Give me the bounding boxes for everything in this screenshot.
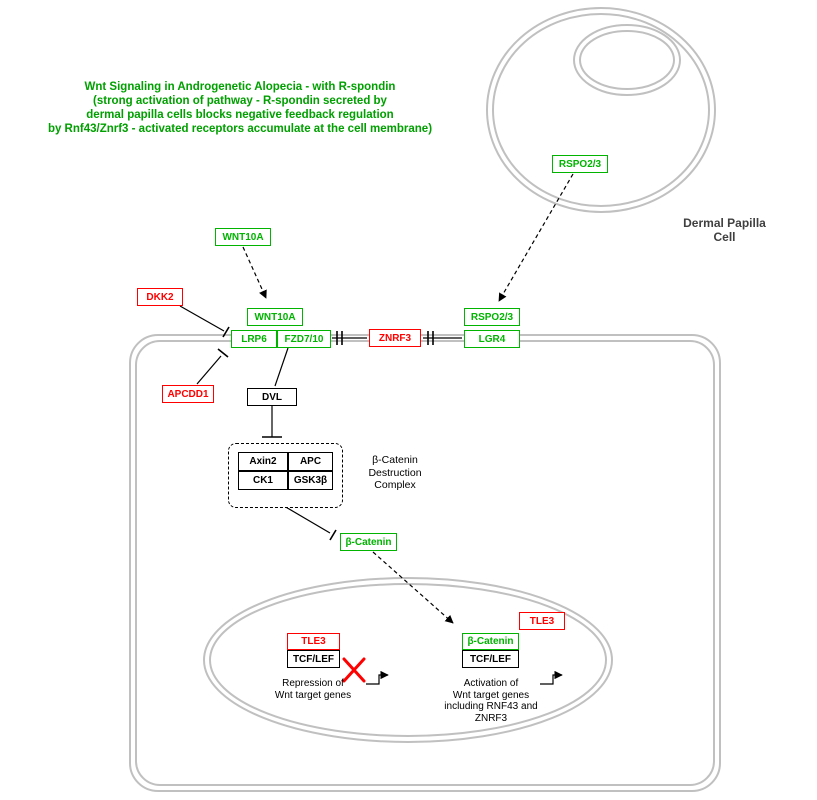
arrow-bcatenin-translocation <box>372 551 454 624</box>
node-fzd7-10[interactable]: FZD7/10 <box>277 330 331 348</box>
node-lgr4[interactable]: LGR4 <box>464 330 520 348</box>
transcription-arrow-repressed <box>366 670 389 685</box>
destruction-complex-label: β-Catenin Destruction Complex <box>368 454 422 492</box>
inhibition-complex-bcatenin <box>283 505 331 534</box>
link-receptor-dvl <box>274 347 289 387</box>
node-rspo2-3[interactable]: RSPO2/3 <box>464 308 520 326</box>
nucleus-outline <box>203 577 613 743</box>
node-apc[interactable]: APC <box>288 452 333 471</box>
node-tle3-displaced[interactable]: TLE3 <box>519 612 565 630</box>
node-tcf-lef-repressed[interactable]: TCF/LEF <box>287 650 340 668</box>
node-wnt10a-ligand[interactable]: WNT10A <box>215 228 271 246</box>
inhibition-apcdd1-lrp6 <box>196 355 222 385</box>
node-b-catenin-nuclear[interactable]: β-Catenin <box>462 633 519 650</box>
node-ck1[interactable]: CK1 <box>238 471 288 490</box>
node-tle3-repressor[interactable]: TLE3 <box>287 633 340 650</box>
node-apcdd1[interactable]: APCDD1 <box>162 385 214 403</box>
node-lrp6[interactable]: LRP6 <box>231 330 277 348</box>
node-rspo23-dermal[interactable]: RSPO2/3 <box>552 155 608 173</box>
dermal-papilla-cell-label: Dermal Papilla Cell <box>683 216 766 245</box>
activation-note: Activation of Wnt target genes including… <box>444 678 538 724</box>
dermal-papilla-cell-outline <box>486 7 716 213</box>
arrow-wnt10a-binding <box>242 246 267 299</box>
node-axin2[interactable]: Axin2 <box>238 452 288 471</box>
inhibition-dkk2-lrp6 <box>179 305 225 332</box>
node-wnt10a-bound[interactable]: WNT10A <box>247 308 303 326</box>
arrow-rspo-secretion <box>498 173 574 302</box>
cell-membrane-outline <box>129 334 721 792</box>
node-b-catenin[interactable]: β-Catenin <box>340 533 397 551</box>
node-znrf3[interactable]: ZNRF3 <box>369 329 421 347</box>
repression-note: Repression of Wnt target genes <box>274 678 352 701</box>
node-dkk2[interactable]: DKK2 <box>137 288 183 306</box>
pathway-title: Wnt Signaling in Androgenetic Alopecia -… <box>47 81 433 136</box>
dermal-papilla-nucleus-outline <box>573 24 681 96</box>
node-gsk3b[interactable]: GSK3β <box>288 471 333 490</box>
transcription-arrow-active <box>540 670 563 685</box>
node-dvl[interactable]: DVL <box>247 388 297 406</box>
node-tcf-lef-active[interactable]: TCF/LEF <box>462 650 519 668</box>
